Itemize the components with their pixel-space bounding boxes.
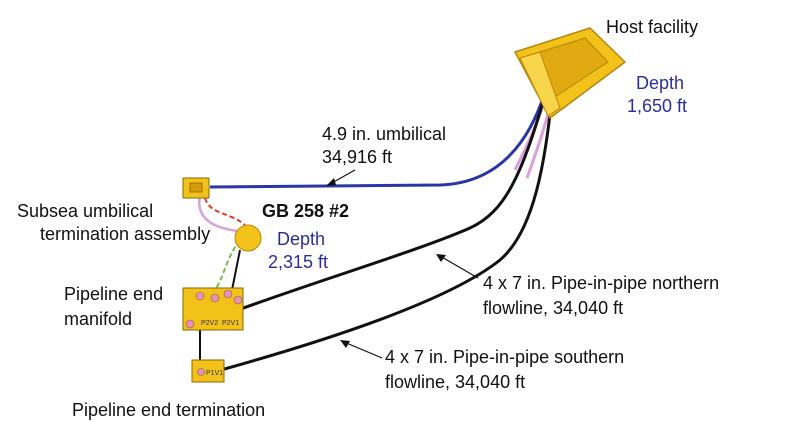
plet-label: Pipeline end termination (72, 400, 266, 420)
umbilical-leader-arrow (326, 169, 356, 186)
plem-label-line1: Pipeline end (64, 284, 164, 304)
well-depth-value: 2,315 ft (268, 252, 329, 272)
well-depth-label: Depth (277, 229, 326, 249)
umbilical-label-line2: 34,916 ft (322, 147, 393, 167)
host-depth-value: 1,650 ft (627, 96, 688, 116)
southern-flowline (209, 96, 554, 375)
suta-label-line1: Subsea umbilical (17, 201, 154, 221)
northern-flowline (237, 94, 547, 312)
plem-label-line2: manifold (64, 309, 133, 329)
plem-icon: P2V2 P2V1 (182, 287, 244, 331)
umbilical-label-line1: 4.9 in. umbilical (322, 124, 447, 144)
north-flowline-label-line1: 4 x 7 in. Pipe-in-pipe northern (483, 273, 720, 293)
well-name: GB 258 #2 (262, 201, 350, 221)
suta-icon (182, 177, 210, 199)
well-icon (234, 224, 262, 252)
plet-valve-label: P1V1 (206, 370, 223, 377)
host-facility-title: Host facility (606, 17, 699, 37)
umbilical-line (209, 91, 547, 189)
north-flowline-label-line2: flowline, 34,040 ft (483, 298, 624, 318)
host-facility-icon (513, 27, 627, 120)
jumper-green (214, 239, 241, 291)
suta-label-line2: termination assembly (40, 224, 211, 244)
south-flowline-leader-arrow (340, 340, 383, 359)
south-flowline-label-line2: flowline, 34,040 ft (385, 372, 526, 392)
host-depth-label: Depth (636, 73, 685, 93)
north-flowline-leader-arrow (436, 254, 479, 279)
jumper-red (204, 197, 246, 226)
south-flowline-label-line1: 4 x 7 in. Pipe-in-pipe southern (385, 347, 625, 367)
plem-valve-right-label: P2V1 (222, 320, 239, 327)
well-to-plem-line (231, 249, 241, 291)
plet-icon: P1V1 (191, 359, 225, 383)
plem-valve-left-label: P2V2 (201, 320, 218, 327)
